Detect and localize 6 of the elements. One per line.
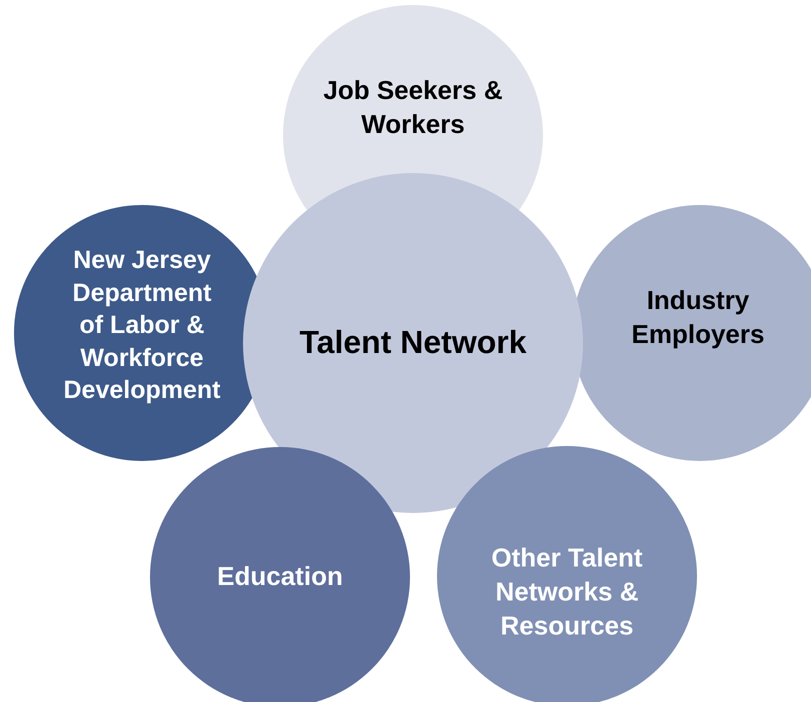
circle-label: Education <box>217 560 343 594</box>
circle-label: Other Talent Networks & Resources <box>490 541 644 642</box>
circle-label: Job Seekers & Workers <box>322 74 504 141</box>
circle-label: Industry Employers <box>630 284 766 351</box>
circle-label: New Jersey Department of Labor & Workforce Development <box>62 244 222 406</box>
circle-label: Talent Network <box>300 323 526 362</box>
